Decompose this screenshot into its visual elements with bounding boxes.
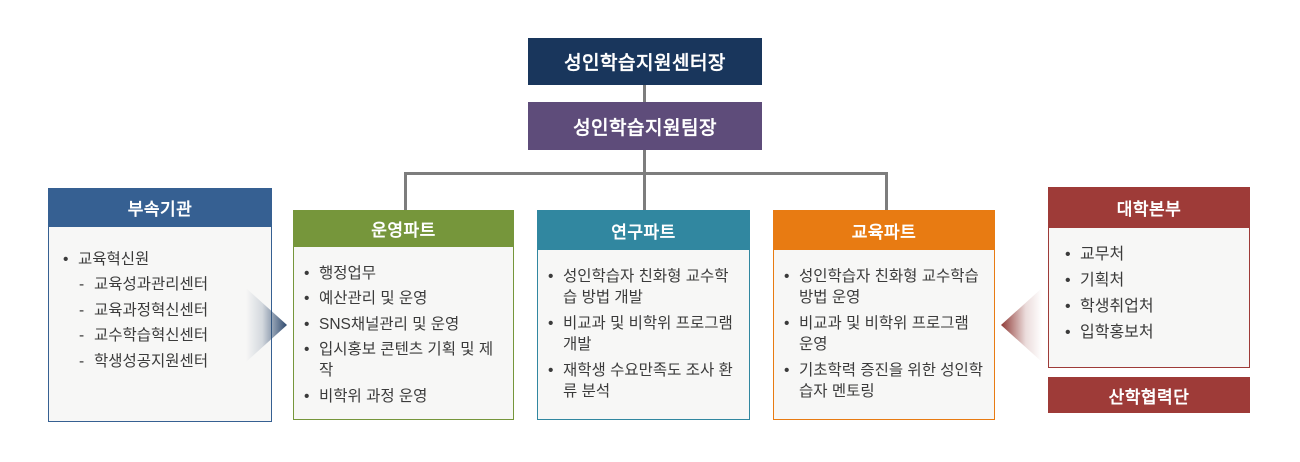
list-item-text: 비학위 과정 운영 (319, 387, 428, 405)
arrow-left-icon (1001, 288, 1042, 362)
research-part-list: •성인학습자 친화형 교수학습 방법 개발•비교과 및 비학위 프로그램 개발•… (537, 250, 750, 420)
list-item-text: SNS채널관리 및 운영 (319, 315, 460, 333)
university-hq-panel: 대학본부 • 교무처 • 기획처 • 학생취업처 • 입학홍보처 (1048, 187, 1250, 368)
bullet-marker: • (304, 264, 310, 282)
list-item-text: 기초학력 증진을 위한 성인학습자 멘토링 (799, 361, 984, 400)
list-item-text: 재학생 수요만족도 조사 환류 분석 (563, 361, 733, 400)
list-item: • 교육혁신원 (63, 249, 263, 270)
list-item: -교수학습혁신센터 (79, 325, 263, 346)
operations-part-list: • 행정업무 • 예산관리 및 운영 • SNS채널관리 및 운영 • 입시홍보 콘텐츠 기획… (293, 246, 514, 420)
bullet-marker: • (784, 314, 790, 332)
list-item-text: 학생성공지원센터 (94, 352, 209, 370)
list-item: • 비교과 및 비학위 프로그램 운영 (784, 313, 986, 356)
team-leader-box: 성인학습지원팀장 (528, 102, 762, 150)
bullet-marker: • (63, 251, 69, 268)
bullet-marker: • (304, 387, 310, 405)
list-item-text: 비교과 및 비학위 프로그램 개발 (563, 314, 733, 354)
bullet-marker: • (304, 290, 310, 308)
bullet-marker: • (548, 268, 554, 285)
education-part-list: • 성인학습자 친화형 교수학습방법 운영 • 비교과 및 비학위 프로그램 운영 • 기… (773, 250, 995, 420)
connector-team-branch (643, 150, 646, 174)
list-item-text: 입시홍보 콘텐츠 기획 및 제작 (319, 340, 494, 380)
operations-part-panel: 운영파트 • 행정업무 • 예산관리 및 운영 • SNS채널관리 및 운영 • 입시홍보 콘… (293, 210, 514, 420)
list-item: • 학생취업처 (1065, 296, 1241, 318)
connector-horizontal (405, 172, 887, 175)
list-item: -학생성공지원센터 (79, 351, 263, 372)
director-box: 성인학습지원센터장 (528, 38, 762, 85)
list-item: -교육과정혁신센터 (79, 300, 263, 321)
list-item-text: 기획처 (1080, 272, 1125, 290)
dash-marker: - (79, 327, 85, 345)
affiliated-orgs-list: •교육혁신원-교육성과관리센터-교육과정혁신센터-교수학습혁신센터-학생성공지원… (48, 227, 272, 422)
list-item-text: 성인학습자 친화형 교수학습방법 운영 (799, 268, 979, 307)
list-item-text: 학생취업처 (1080, 298, 1154, 316)
bullet-marker: • (1065, 272, 1071, 290)
education-part-panel: 교육파트 • 성인학습자 친화형 교수학습방법 운영 • 비교과 및 비학위 프로그램… (773, 210, 995, 420)
list-item-text: 교육과정혁신센터 (94, 301, 209, 319)
university-hq-title: 대학본부 (1048, 187, 1250, 228)
list-item: • SNS채널관리 및 운영 (304, 314, 505, 335)
list-item: • 성인학습자 친화형 교수학습 방법 개발 (548, 266, 741, 309)
dash-marker: - (79, 352, 85, 370)
list-item: • 교무처 (1065, 244, 1241, 266)
bullet-marker: • (548, 361, 554, 379)
operations-part-title: 운영파트 (293, 210, 514, 247)
bullet-marker: • (304, 340, 310, 358)
list-item-text: 예산관리 및 운영 (319, 290, 428, 308)
list-item: • 행정업무 (304, 263, 505, 284)
education-part-title: 교육파트 (773, 210, 995, 250)
connector-drop-research (643, 172, 646, 210)
list-item: -교육성과관리센터 (79, 274, 263, 295)
bullet-marker: • (1065, 324, 1071, 342)
connector-drop-operations (404, 172, 407, 210)
list-item-text: 성인학습자 친화형 교수학습 방법 개발 (563, 268, 729, 307)
list-item: • 기초학력 증진을 위한 성인학습자 멘토링 (784, 360, 986, 403)
dash-marker: - (79, 301, 85, 319)
list-item-text: 교수학습혁신센터 (94, 327, 209, 345)
connector-drop-education (885, 172, 888, 210)
bullet-marker: • (784, 268, 790, 285)
list-item-text: 입학홍보처 (1080, 324, 1154, 342)
university-hq-list: • 교무처 • 기획처 • 학생취업처 • 입학홍보처 (1048, 228, 1250, 368)
affiliated-orgs-title: 부속기관 (48, 188, 272, 227)
research-part-panel: 연구파트 • 성인학습자 친화형 교수학습 방법 개발 • 비교과 및 비학위 프로그… (537, 210, 750, 420)
industry-cooperation-box: 산학협력단 (1048, 377, 1250, 413)
list-item: • 재학생 수요만족도 조사 환류 분석 (548, 360, 741, 403)
list-item: • 입시홍보 콘텐츠 기획 및 제작 (304, 339, 505, 382)
list-item: • 비교과 및 비학위 프로그램 개발 (548, 313, 741, 356)
list-item-text: 교육성과관리센터 (94, 276, 209, 294)
list-item: • 비학위 과정 운영 (304, 386, 505, 407)
connector-director-team (643, 85, 646, 102)
dash-marker: - (79, 276, 85, 294)
bullet-marker: • (1065, 298, 1071, 316)
list-item-text: 행정업무 (319, 264, 377, 282)
research-part-title: 연구파트 (537, 210, 750, 250)
bullet-marker: • (548, 314, 554, 332)
bullet-marker: • (784, 361, 790, 379)
list-item-text: 교무처 (1080, 246, 1125, 263)
list-item: • 입학홍보처 (1065, 322, 1241, 344)
list-item: • 성인학습자 친화형 교수학습방법 운영 (784, 266, 986, 309)
list-item-text: 교육혁신원 (78, 251, 150, 268)
bullet-marker: • (304, 315, 310, 333)
list-item: • 기획처 (1065, 270, 1241, 292)
affiliated-orgs-panel: 부속기관 •교육혁신원-교육성과관리센터-교육과정혁신센터-교수학습혁신센터-학… (48, 188, 272, 422)
bullet-marker: • (1065, 246, 1071, 263)
list-item: • 예산관리 및 운영 (304, 288, 505, 309)
list-item-text: 비교과 및 비학위 프로그램 운영 (799, 314, 969, 354)
